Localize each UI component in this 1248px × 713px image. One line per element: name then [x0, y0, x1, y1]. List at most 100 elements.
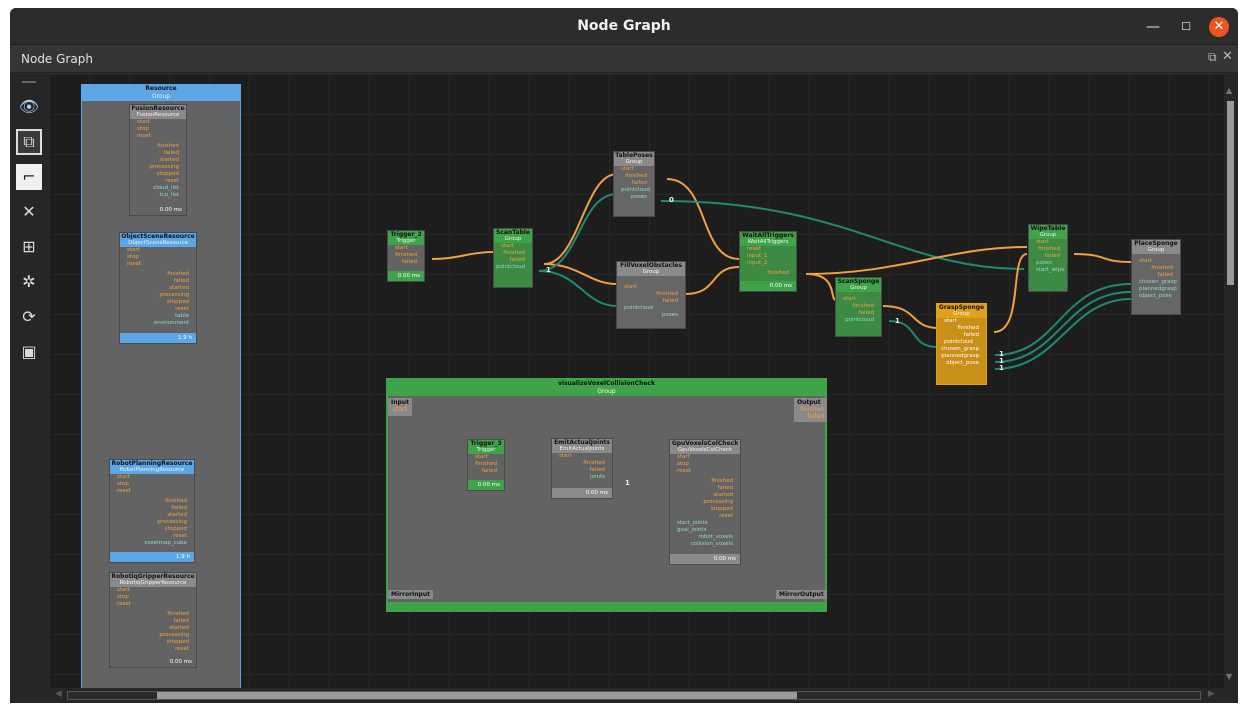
group-output-port[interactable]: finished — [800, 406, 824, 413]
port-out[interactable]: started — [169, 625, 189, 631]
port-out[interactable]: environment — [153, 320, 189, 326]
port-in[interactable]: start — [475, 454, 488, 460]
port-in[interactable]: start — [559, 453, 572, 459]
port-out[interactable]: collision_voxels — [690, 541, 733, 547]
port-out[interactable]: started — [167, 512, 187, 518]
port-in[interactable]: start — [501, 243, 514, 249]
explode-icon[interactable]: ✲ — [22, 272, 36, 291]
port-in[interactable]: chosen_grasp — [1139, 279, 1177, 285]
port-out[interactable]: finished — [165, 498, 187, 504]
group-input-port[interactable]: start — [393, 406, 407, 413]
port-out[interactable]: failed — [963, 332, 979, 338]
group-input-pill[interactable]: Input start — [388, 398, 412, 416]
port-out[interactable]: finished — [656, 291, 678, 297]
port-in[interactable]: start — [621, 166, 634, 172]
scroll-right-icon[interactable]: ▶ — [1208, 689, 1215, 699]
port-out[interactable]: tcp_list — [159, 192, 180, 198]
port-in[interactable]: start — [127, 247, 140, 253]
port-in[interactable]: start_joints — [677, 520, 708, 526]
port-out[interactable]: finished — [167, 271, 189, 277]
port-in[interactable]: reset — [117, 488, 131, 494]
port-in[interactable]: start_wipe — [1036, 267, 1065, 273]
port-in[interactable]: stop — [117, 481, 129, 487]
port-out[interactable]: finished — [1151, 265, 1173, 271]
port-out[interactable]: finished — [711, 478, 733, 484]
port-in[interactable]: start — [843, 296, 856, 302]
port-in[interactable]: start — [137, 119, 150, 125]
port-out[interactable]: reset — [173, 533, 187, 539]
port-out[interactable]: stopped — [164, 526, 187, 532]
port-in[interactable]: stop — [137, 126, 149, 132]
port-in[interactable]: start — [1139, 258, 1152, 264]
port-out[interactable]: stopped — [156, 171, 179, 177]
port-out[interactable]: failed — [481, 468, 497, 474]
port-out[interactable]: voxelmap_cube — [144, 540, 187, 546]
scroll-thumb[interactable] — [1227, 101, 1234, 285]
collapse-icon[interactable]: ✕ — [22, 202, 36, 221]
close-button[interactable]: ✕ — [1209, 17, 1229, 37]
float-icon[interactable]: ⧉ — [1208, 50, 1217, 64]
port-out[interactable]: finished — [767, 270, 789, 276]
port-out[interactable]: cloud_list — [153, 185, 179, 191]
scroll-down-icon[interactable]: ▼ — [1226, 672, 1233, 681]
port-out[interactable]: failed — [173, 618, 189, 624]
port-out[interactable]: failed — [717, 485, 733, 491]
port-out[interactable]: started — [713, 492, 733, 498]
port-in[interactable]: object_pose — [1139, 293, 1172, 299]
minimize-button[interactable]: — — [1146, 19, 1160, 35]
port-in[interactable]: stop — [127, 254, 139, 260]
port-in[interactable]: reset — [127, 261, 141, 267]
port-in[interactable]: start — [395, 245, 408, 251]
port-in[interactable]: reset — [117, 601, 131, 607]
port-in[interactable]: stop — [677, 461, 689, 467]
port-out[interactable]: started — [159, 157, 179, 163]
port-out[interactable]: robot_voxels — [698, 534, 733, 540]
port-in[interactable]: stop — [117, 594, 129, 600]
vertical-scrollbar[interactable]: ▲ ▼ — [1224, 74, 1238, 703]
port-out[interactable]: failed — [1157, 272, 1173, 278]
port-out[interactable]: finished — [157, 143, 179, 149]
group-output-pill[interactable]: Output finished failed — [794, 398, 827, 422]
group-output-port[interactable]: failed — [807, 413, 824, 420]
port-in[interactable]: start — [677, 454, 690, 460]
port-in[interactable]: reset — [677, 468, 691, 474]
port-out[interactable]: stopped — [710, 506, 733, 512]
port-in[interactable]: reset — [137, 133, 151, 139]
port-out[interactable]: finished — [475, 461, 497, 467]
drag-handle[interactable] — [22, 81, 36, 83]
port-in[interactable]: start — [624, 284, 637, 290]
port-out[interactable]: finished — [957, 325, 979, 331]
mirror-input[interactable]: MirrorInput — [388, 590, 433, 599]
port-out[interactable]: reset — [175, 646, 189, 652]
port-out[interactable]: table — [175, 313, 189, 319]
port-out[interactable]: reset — [165, 178, 179, 184]
port-out[interactable]: processing — [157, 519, 187, 525]
horizontal-scrollbar[interactable]: ◀ ▶ — [49, 688, 1224, 703]
port-in[interactable]: start — [944, 318, 957, 324]
port-out[interactable]: failed — [401, 259, 417, 265]
port-out[interactable]: processing — [159, 632, 189, 638]
port-out[interactable]: poses — [662, 312, 678, 318]
port-out[interactable]: reset — [719, 513, 733, 519]
screenshot-icon[interactable]: ▣ — [21, 342, 37, 361]
port-out[interactable]: processing — [159, 292, 189, 298]
frame-icon[interactable]: ⧉ — [16, 129, 42, 155]
port-out[interactable]: pointcloud — [496, 264, 525, 270]
port-out[interactable]: failed — [163, 150, 179, 156]
port-out[interactable]: finished — [503, 250, 525, 256]
scroll-left-icon[interactable]: ◀ — [55, 689, 62, 699]
port-in[interactable]: start — [117, 587, 130, 593]
port-in[interactable]: plannedgrasp — [1139, 286, 1177, 292]
port-out[interactable]: plannedgrasp — [941, 353, 979, 359]
